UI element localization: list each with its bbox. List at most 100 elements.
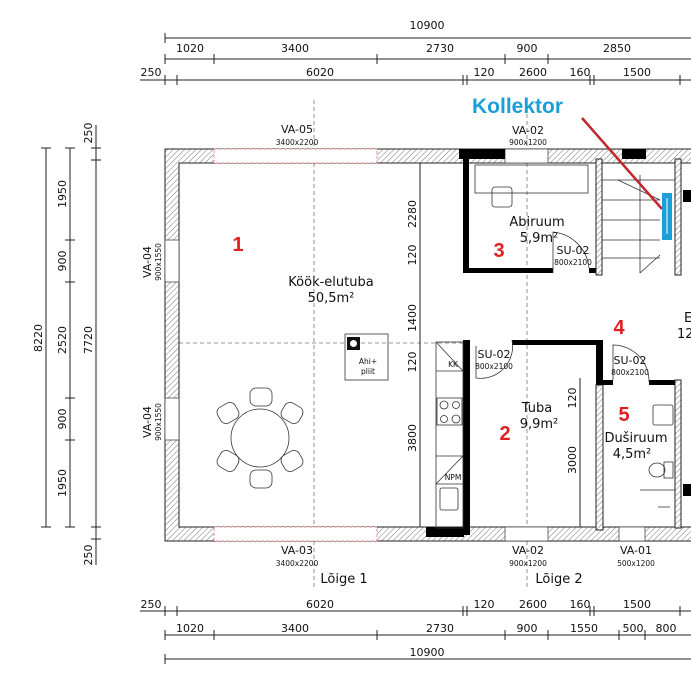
dim: 250 (141, 66, 162, 79)
dim: 900 (517, 622, 538, 635)
dim: 250 (82, 123, 95, 144)
dim: 120 (474, 66, 495, 79)
dim: 160 (570, 66, 591, 79)
room-name-dusiruum: Duširuum (604, 431, 667, 446)
dim: 2280 (406, 200, 419, 228)
window-va02-bottom (504, 526, 549, 542)
dim: 7720 (82, 326, 95, 354)
bottom-dimensions: 250 6020 120 2600 160 1500 1020 3400 273… (140, 598, 691, 664)
dim: 900 (517, 42, 538, 55)
dim: 1550 (570, 622, 598, 635)
room-name-tuba: Tuba (521, 401, 552, 416)
dim: 120 (566, 388, 579, 409)
room-number-4: 4 (613, 317, 625, 339)
dim: 120 (406, 245, 419, 266)
dim: 1020 (176, 622, 204, 635)
kitchen-counter: KK NPM (435, 341, 464, 529)
dim: 1500 (623, 598, 651, 611)
room-name-hall: E (684, 311, 691, 326)
window-va03 (213, 526, 378, 542)
window-va05 (213, 148, 378, 164)
dim: 1950 (56, 180, 69, 208)
window-size: 900x1200 (509, 138, 547, 147)
dim: 250 (141, 598, 162, 611)
window-size: 900x1550 (154, 403, 163, 441)
door-size: 800x2100 (554, 258, 592, 267)
dim: 6020 (306, 598, 334, 611)
window-code: VA-01 (620, 544, 652, 557)
room-labels: Köök-elutuba 50,5m² Abiruum 5,9m² Tuba 9… (232, 215, 691, 462)
dim: 2520 (56, 326, 69, 354)
dim-total-top: 10900 (410, 19, 445, 32)
dim: 2600 (519, 598, 547, 611)
dim: 6020 (306, 66, 334, 79)
dim: 2600 (519, 66, 547, 79)
dim: 2730 (426, 42, 454, 55)
section-label-1: Lõige 1 (320, 572, 367, 587)
room-name-abiruum: Abiruum (509, 215, 564, 230)
window-labels: VA-05 3400x2200 VA-02 900x1200 VA-04 900… (141, 123, 655, 568)
window-va04-upper (164, 239, 180, 283)
left-dimensions: 8220 1950 900 2520 900 1950 250 7720 250 (32, 123, 101, 566)
room-number-5: 5 (618, 404, 629, 426)
dim: 500 (623, 622, 644, 635)
window-size: 3400x2200 (276, 559, 319, 568)
dim: 1950 (56, 469, 69, 497)
room-area-abiruum: 5,9m² (520, 231, 559, 246)
window-size: 900x1550 (154, 243, 163, 281)
room-area-kitchen: 50,5m² (308, 291, 355, 306)
dim: 1500 (623, 66, 651, 79)
room-number-1: 1 (232, 234, 243, 256)
top-dimensions: 10900 1020 3400 2730 900 2850 250 6020 1… (140, 19, 691, 85)
fridge-label: KK (448, 360, 459, 369)
room-area-tuba: 9,9m² (520, 417, 559, 432)
dim: 3400 (281, 42, 309, 55)
room-number-2: 2 (499, 423, 510, 445)
window-code: VA-03 (281, 544, 313, 557)
window-code: VA-05 (281, 123, 313, 136)
bathroom-fixtures (640, 404, 675, 508)
door-code: SU-02 (478, 348, 511, 361)
desk (474, 164, 589, 194)
door-size: 800x2100 (611, 368, 649, 377)
window-code: VA-04 (141, 246, 154, 278)
door-code: SU-02 (614, 354, 647, 367)
stove: Ahi+pliit (344, 333, 389, 381)
dim: 160 (570, 598, 591, 611)
exterior-walls (164, 148, 691, 542)
dishwasher-label: NPM (445, 473, 462, 482)
door-size: 800x2100 (475, 362, 513, 371)
room-area-dusiruum: 4,5m² (613, 447, 652, 462)
window-code: VA-04 (141, 406, 154, 438)
dim: 2730 (426, 622, 454, 635)
office-chair (491, 186, 513, 208)
section-label-2: Lõige 2 (535, 572, 582, 587)
window-code: VA-02 (512, 124, 544, 137)
room-area-hall: 12 (677, 327, 691, 342)
dim: 900 (56, 409, 69, 430)
dim: 3400 (281, 622, 309, 635)
door-code: SU-02 (557, 244, 590, 257)
dim: 3000 (566, 446, 579, 474)
dim: 120 (474, 598, 495, 611)
interior-dimensions: 2280 120 1400 120 3800 120 3000 (406, 163, 581, 527)
window-size: 500x1200 (617, 559, 655, 568)
window-size: 900x1200 (509, 559, 547, 568)
dim: 3800 (406, 424, 419, 452)
dining-table (216, 387, 304, 489)
dim: 1400 (406, 304, 419, 332)
door-labels: SU-02 800x2100 SU-02 800x2100 SU-02 800x… (475, 244, 649, 377)
dim: 800 (656, 622, 677, 635)
dim: 120 (406, 352, 419, 373)
window-va04-lower (164, 397, 180, 441)
staircase (602, 175, 675, 274)
dim: 1020 (176, 42, 204, 55)
kollektor-label: Kollektor (472, 95, 563, 118)
kollektor-arrow (581, 117, 663, 210)
dim-total-left: 8220 (32, 324, 45, 352)
kollektor-annotation: Kollektor (472, 95, 672, 240)
window-va02-top (504, 148, 549, 164)
furniture: KK NPM Ahi+pliit (216, 164, 675, 529)
window-code: VA-02 (512, 544, 544, 557)
